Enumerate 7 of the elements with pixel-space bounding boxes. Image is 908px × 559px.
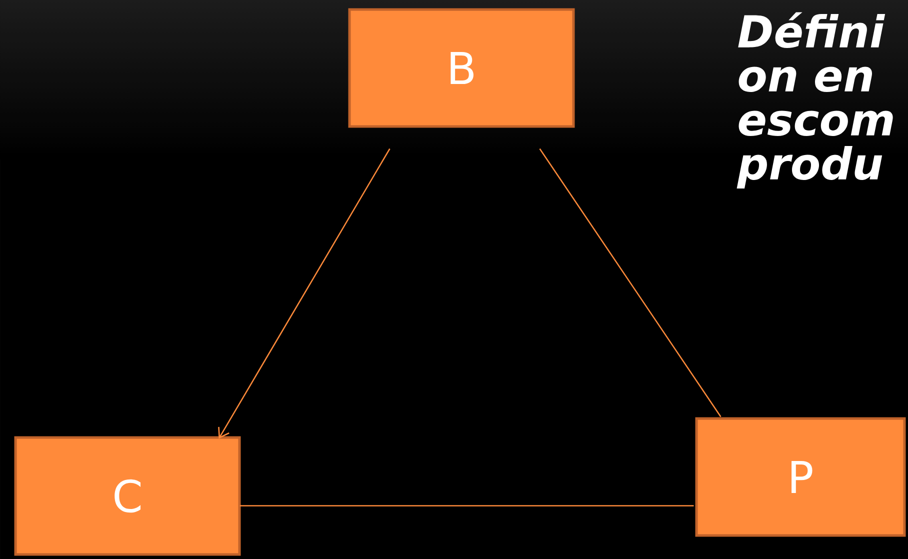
connector-line [218,148,390,439]
connector-line [240,505,694,506]
slide-text: Défini on en escom produ [736,12,893,189]
process-box: P [695,417,906,537]
process-box: B [348,8,575,128]
process-box: C [14,436,241,556]
connector-line [539,148,722,418]
